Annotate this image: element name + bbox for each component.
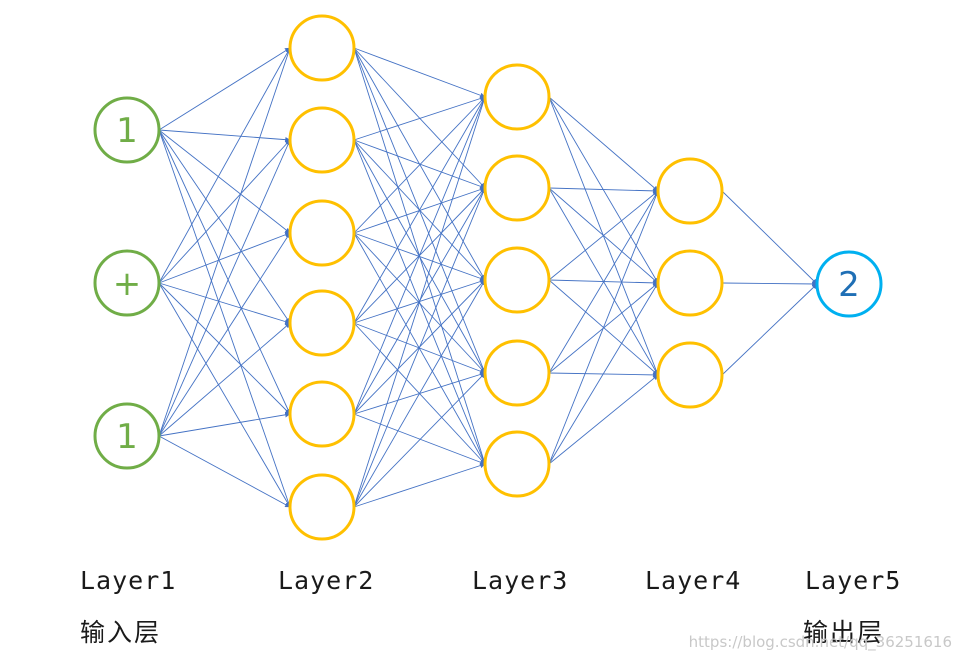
connection-l1-3-to-2	[158, 139, 291, 437]
connection-l2-6-to-2	[353, 187, 486, 508]
node-circle	[93, 96, 161, 164]
node-circle	[288, 380, 356, 448]
connection-l3-1-to-1	[548, 96, 659, 192]
connection-l1-1-to-2	[158, 129, 291, 143]
connection-l1-1-to-4	[158, 129, 291, 324]
node-circle	[288, 106, 356, 174]
hidden-node-l3-4	[483, 339, 551, 407]
connection-l4-1-to-1	[721, 190, 818, 285]
connection-l3-5-to-2	[548, 282, 659, 465]
connection-l1-2-to-6	[158, 282, 291, 508]
node-circle	[483, 339, 551, 407]
connection-l2-5-to-5	[353, 413, 486, 465]
node-circle	[93, 402, 161, 470]
connection-l2-5-to-1	[353, 96, 486, 415]
connection-l1-3-to-1	[158, 47, 292, 437]
node-label: +	[113, 264, 142, 304]
hidden-node-l4-3	[656, 341, 724, 409]
node-circle	[483, 246, 551, 314]
node-circle	[288, 199, 356, 267]
layer3-label: Layer3	[472, 566, 569, 595]
hidden-node-l4-2	[656, 249, 724, 317]
connection-l1-2-to-3	[158, 232, 291, 284]
hidden-node-l2-6	[288, 473, 356, 541]
connection-l3-2-to-1	[548, 187, 659, 194]
connection-l1-1-to-1	[158, 47, 291, 131]
connection-l1-1-to-3	[158, 129, 291, 234]
node-circle	[483, 154, 551, 222]
connections	[158, 47, 818, 508]
watermark: https://blog.csdn.net/qq_36251616	[688, 633, 952, 651]
input-node-2: +	[93, 249, 161, 317]
input-node-3: 1	[93, 402, 161, 470]
connection-l1-1-to-5	[158, 129, 291, 415]
connection-l1-1-to-6	[158, 129, 291, 508]
connection-l2-3-to-1	[353, 96, 486, 234]
layer5-label: Layer5	[805, 566, 902, 595]
node-circle	[288, 14, 356, 82]
connection-l2-4-to-1	[353, 96, 486, 324]
connection-l1-2-to-5	[158, 282, 291, 415]
connection-l4-3-to-1	[721, 283, 818, 376]
connection-l4-2-to-1	[721, 281, 818, 287]
connection-l1-2-to-2	[158, 139, 291, 284]
hidden-node-l2-1	[288, 14, 356, 82]
node-circle	[656, 341, 724, 409]
node-circle	[288, 289, 356, 357]
connection-l1-2-to-1	[158, 47, 291, 284]
connection-l2-1-to-1	[353, 47, 486, 98]
connection-l1-3-to-6	[158, 435, 291, 508]
node-label: 2	[838, 265, 860, 305]
node-label: 1	[116, 111, 138, 151]
hidden-node-l3-5	[483, 430, 551, 498]
connection-l2-6-to-3	[353, 279, 486, 508]
node-circle	[656, 249, 724, 317]
hidden-node-l2-5	[288, 380, 356, 448]
layer2-label: Layer2	[278, 566, 375, 595]
hidden-node-l2-3	[288, 199, 356, 267]
layer1-label: Layer1	[80, 566, 177, 595]
layer4-label: Layer4	[645, 566, 742, 595]
connection-l3-5-to-3	[548, 374, 659, 465]
node-circle	[656, 157, 724, 225]
connection-l1-2-to-4	[158, 282, 291, 325]
hidden-node-l2-4	[288, 289, 356, 357]
connection-l1-3-to-3	[158, 232, 291, 437]
connection-l1-3-to-5	[158, 412, 291, 437]
output-node: 2	[815, 250, 883, 318]
node-circle	[483, 63, 551, 131]
hidden-node-l2-2	[288, 106, 356, 174]
connection-l2-2-to-2	[353, 139, 486, 189]
hidden-node-l3-1	[483, 63, 551, 131]
connection-l2-6-to-4	[353, 372, 486, 508]
layer1-sublabel: 输入层	[80, 618, 162, 647]
connection-l3-5-to-1	[548, 190, 659, 465]
nodes: 1 +1 2	[93, 14, 883, 541]
hidden-node-l4-1	[656, 157, 724, 225]
connection-l1-3-to-4	[158, 322, 291, 437]
connection-l3-3-to-1	[548, 190, 659, 281]
input-node-1: 1	[93, 96, 161, 164]
node-circle	[288, 473, 356, 541]
connection-l2-2-to-1	[353, 95, 486, 141]
node-circle	[815, 250, 883, 318]
node-label: 1	[116, 417, 138, 457]
node-circle	[483, 430, 551, 498]
layer5-sublabel: 输出层	[803, 618, 885, 647]
connection-l3-1-to-2	[548, 96, 659, 284]
hidden-node-l3-3	[483, 246, 551, 314]
connection-l3-4-to-1	[548, 190, 659, 374]
hidden-node-l3-2	[483, 154, 551, 222]
connection-l2-6-to-5	[353, 462, 486, 508]
node-circle	[93, 249, 161, 317]
connection-l2-6-to-1	[353, 96, 487, 508]
